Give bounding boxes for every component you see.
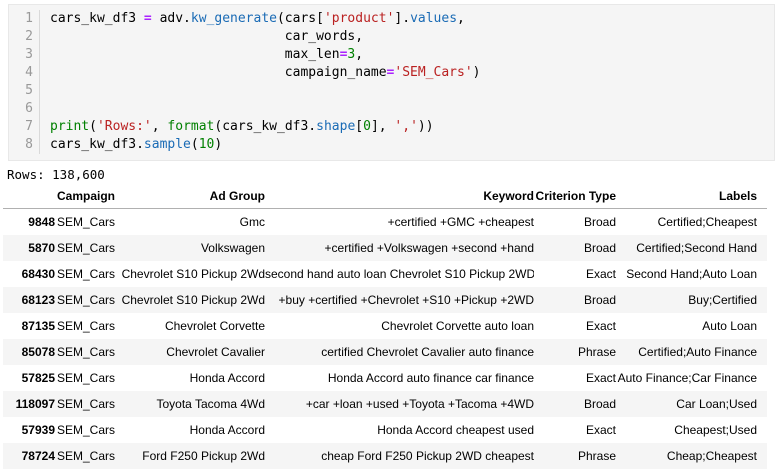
table-cell: Honda Accord cheapest used <box>377 423 534 437</box>
line-numbers-gutter: 1 2 3 4 5 6 7 8 <box>9 10 40 154</box>
table-cell: Phrase <box>577 449 616 463</box>
table-cell: Cheapest;Used <box>674 423 757 437</box>
row-index: 9848 <box>28 215 55 229</box>
table-cell: +certified +GMC +cheapest <box>387 215 534 229</box>
table-cell: Honda Accord auto finance car finance <box>327 371 534 385</box>
table-cell: certified Chevrolet Cavalier auto financ… <box>321 345 534 359</box>
code-line <box>50 82 774 100</box>
row-index: 57825 <box>21 371 55 385</box>
line-number: 2 <box>25 29 33 44</box>
table-cell: Auto Finance;Car Finance <box>617 371 757 385</box>
table-cell: Certified;Auto Finance <box>638 345 757 359</box>
table-cell: Chevrolet S10 Pickup 2Wd <box>121 267 265 281</box>
line-number: 3 <box>25 47 33 62</box>
code-cell[interactable]: 1 2 3 4 5 6 7 8 cars_kw_df3 = adv.kw_generate(c… <box>8 4 775 161</box>
row-index: 5870 <box>28 241 55 255</box>
table-cell: SEM_Cars <box>56 397 115 411</box>
code-line: max_len=3, <box>50 47 364 62</box>
table-cell: Toyota Tacoma 4Wd <box>156 397 266 411</box>
line-number: 8 <box>25 137 33 152</box>
code-line: print('Rows:', format(cars_kw_df3.shape[… <box>50 119 434 134</box>
table-cell: Volkswagen <box>200 241 265 255</box>
code-line: car_words, <box>50 29 364 44</box>
table-cell: SEM_Cars <box>56 319 115 333</box>
table-cell: Phrase <box>577 345 616 359</box>
index-column-header <box>3 185 55 209</box>
table-cell: Exact <box>585 423 616 437</box>
table-cell: Auto Loan <box>702 319 757 333</box>
table-cell: SEM_Cars <box>56 371 115 385</box>
table-cell: Exact <box>585 267 616 281</box>
table-cell: SEM_Cars <box>56 293 115 307</box>
table-cell: Broad <box>583 241 616 255</box>
code-line: campaign_name='SEM_Cars') <box>50 65 481 80</box>
row-index: 87135 <box>21 319 55 333</box>
table-cell: Buy;Certified <box>688 293 757 307</box>
table-cell: Cheap;Cheapest <box>666 449 757 463</box>
table-cell: Broad <box>583 215 616 229</box>
table-cell: Honda Accord <box>189 371 265 385</box>
table-cell: Chevrolet S10 Pickup 2Wd <box>121 293 265 307</box>
table-cell: Broad <box>583 293 616 307</box>
code-line <box>50 100 774 118</box>
table-cell: SEM_Cars <box>56 267 115 281</box>
table-cell: cheap Ford F250 Pickup 2WD cheapest <box>321 449 534 463</box>
table-cell: second hand auto loan Chevrolet S10 Pick… <box>265 267 534 281</box>
line-number: 7 <box>25 119 33 134</box>
row-index: 85078 <box>21 345 55 359</box>
table-cell: Certified;Cheapest <box>657 215 757 229</box>
line-number: 6 <box>25 101 33 116</box>
table-cell: Gmc <box>239 215 265 229</box>
row-index: 57939 <box>21 423 55 437</box>
table-cell: SEM_Cars <box>56 345 115 359</box>
table-cell: Exact <box>585 371 616 385</box>
table-cell: Second Hand;Auto Loan <box>626 267 757 281</box>
row-index: 78724 <box>21 449 55 463</box>
table-cell: Exact <box>585 319 616 333</box>
line-number: 5 <box>25 83 33 98</box>
column-header: Keyword <box>265 185 534 209</box>
table-cell: SEM_Cars <box>56 449 115 463</box>
row-index: 68430 <box>21 267 55 281</box>
table-cell: SEM_Cars <box>56 215 115 229</box>
table-cell: Honda Accord <box>189 423 265 437</box>
code-line: cars_kw_df3 = adv.kw_generate(cars['prod… <box>50 11 465 26</box>
row-index: 68123 <box>21 293 55 307</box>
table-cell: Car Loan;Used <box>676 397 757 411</box>
stream-output: Rows: 138,600 <box>7 167 105 182</box>
table-cell: SEM_Cars <box>56 423 115 437</box>
table-cell: SEM_Cars <box>56 241 115 255</box>
code-editor[interactable]: cars_kw_df3 = adv.kw_generate(cars['prod… <box>40 10 774 154</box>
column-header: Campaign <box>55 185 115 209</box>
column-header: Criterion Type <box>534 185 616 209</box>
table-cell: Chevrolet Corvette auto loan <box>381 319 534 333</box>
table-cell: Chevrolet Cavalier <box>166 345 265 359</box>
line-number: 1 <box>25 11 33 26</box>
row-index: 118097 <box>15 397 55 411</box>
code-line: cars_kw_df3.sample(10) <box>50 137 223 152</box>
table-cell: +buy +certified +Chevrolet +S10 +Pickup … <box>278 293 534 307</box>
table-cell: +car +loan +used +Toyota +Tacoma +4WD <box>305 397 534 411</box>
table-cell: Certified;Second Hand <box>636 241 757 255</box>
table-cell: +certified +Volkswagen +second +hand <box>324 241 534 255</box>
table-cell: Chevrolet Corvette <box>164 319 265 333</box>
table-cell: Broad <box>583 397 616 411</box>
column-header: Ad Group <box>115 185 265 209</box>
table-cell: Ford F250 Pickup 2Wd <box>142 449 265 463</box>
column-header: Labels <box>616 185 767 209</box>
line-number: 4 <box>25 65 33 80</box>
